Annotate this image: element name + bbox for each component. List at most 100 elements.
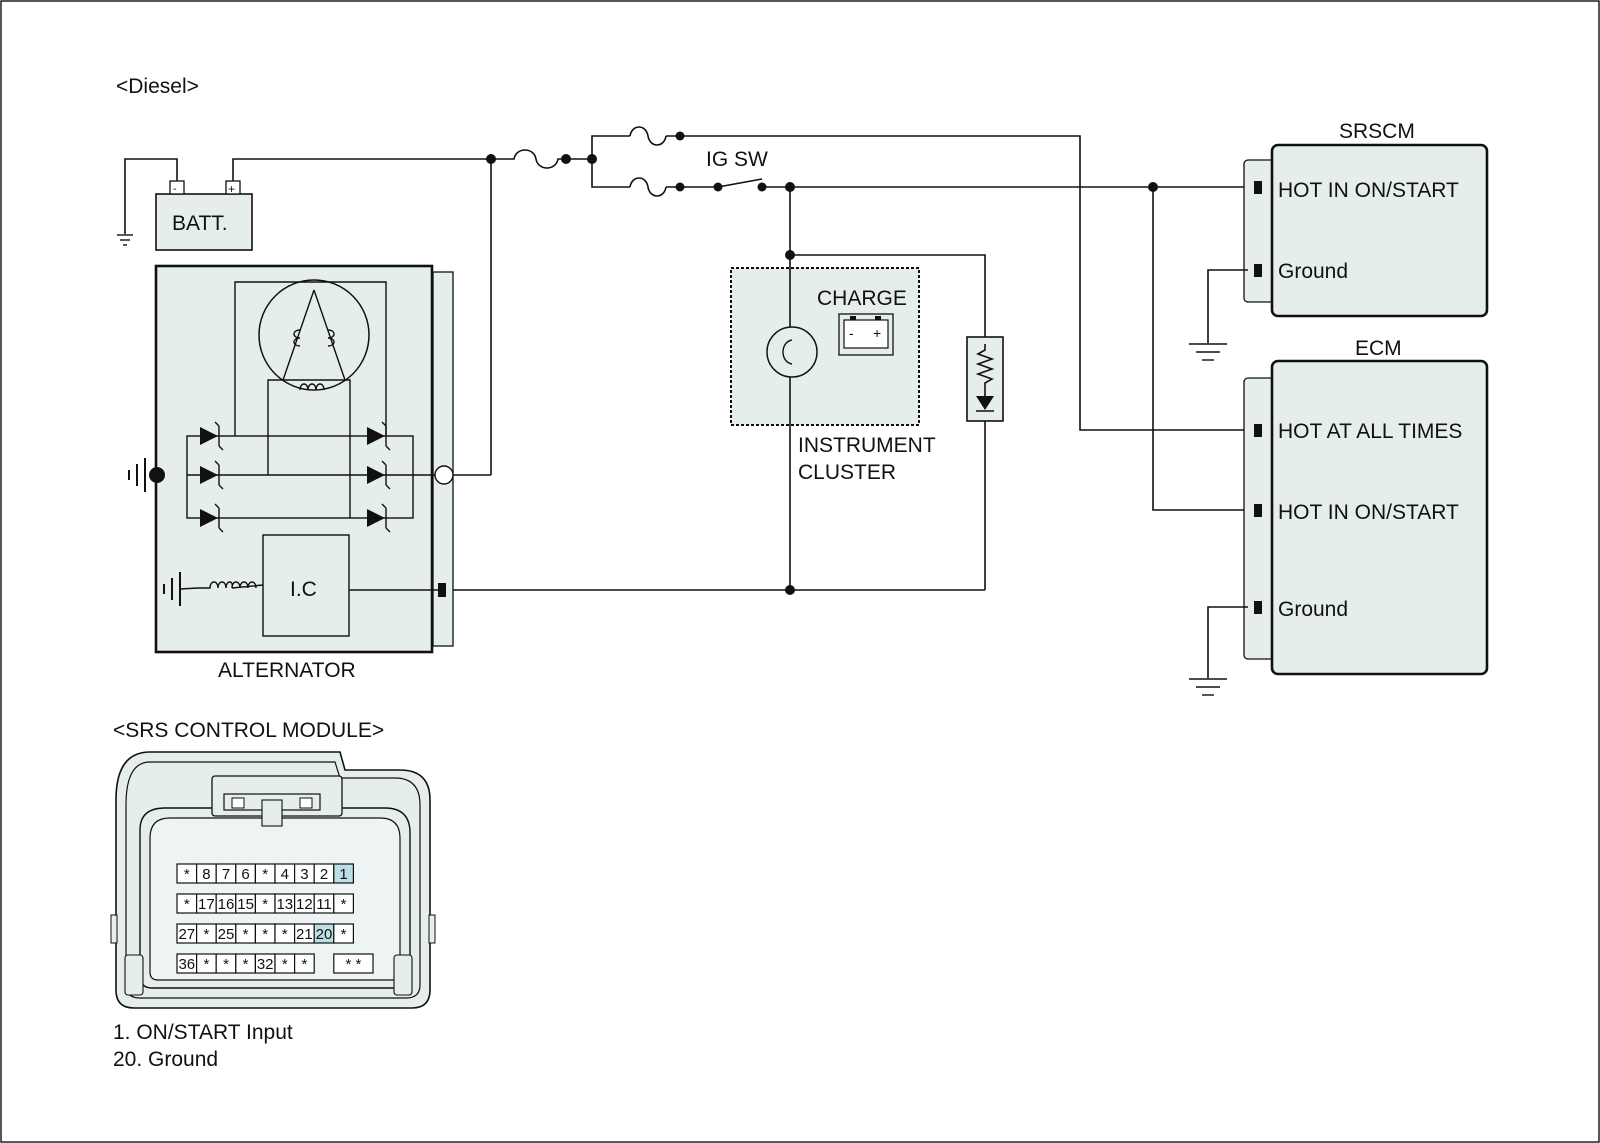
connector-pin-label: 13 bbox=[276, 896, 293, 913]
connector-pin-label: 6 bbox=[241, 866, 249, 883]
srscm-pin bbox=[1254, 264, 1262, 277]
alternator-l-terminal bbox=[438, 583, 446, 597]
rectifier-diode-icon bbox=[200, 503, 224, 533]
connector-clip bbox=[393, 954, 413, 996]
srscm-pin bbox=[1254, 181, 1262, 194]
connector-pin-cell bbox=[333, 863, 354, 884]
lower-branch-wire bbox=[591, 159, 630, 188]
connector-pin-label: 4 bbox=[281, 866, 289, 883]
connector-pin-label: 2 bbox=[320, 866, 328, 883]
ecm-pin-hot-all-times: HOT AT ALL TIMES bbox=[1278, 420, 1462, 443]
connector-pin-label: * bbox=[243, 926, 249, 943]
ecm-pin bbox=[1254, 601, 1262, 614]
connector-pin-label: 21 bbox=[296, 926, 313, 943]
connector-pin-cell bbox=[333, 953, 374, 974]
alternator-ground-dot bbox=[149, 467, 165, 483]
connector-pin-cell bbox=[333, 893, 354, 914]
rectifier-diode-icon bbox=[367, 460, 391, 490]
connector-pin-label: 1 bbox=[339, 866, 347, 883]
charge-lamp-label: CHARGE bbox=[817, 287, 907, 310]
battery-pos-sign: + bbox=[228, 182, 235, 196]
connector-pin-label: * bbox=[223, 956, 229, 973]
resistor-branch-wire bbox=[790, 254, 986, 590]
alternator-label: ALTERNATOR bbox=[218, 659, 356, 682]
battery-label: BATT. bbox=[172, 212, 228, 235]
connector-pin-label: * bbox=[203, 926, 209, 943]
battery-ground-icon bbox=[117, 234, 133, 246]
ecm-pin-ign: HOT IN ON/START bbox=[1278, 501, 1459, 524]
connector-pin-label: * bbox=[262, 896, 268, 913]
connector-pin-label: 16 bbox=[218, 896, 235, 913]
battery-neg-sign: - bbox=[173, 183, 177, 195]
connector-clip bbox=[124, 954, 144, 996]
connector-pin-label: 32 bbox=[257, 956, 274, 973]
cluster-label-line2: CLUSTER bbox=[798, 461, 896, 484]
charge-battery-icon: - + bbox=[838, 313, 894, 356]
connector-pin-label: * bbox=[184, 866, 190, 883]
ecm-pin-ground: Ground bbox=[1278, 598, 1348, 621]
connector-pin-label: 25 bbox=[218, 926, 235, 943]
connector-pin-label: 3 bbox=[300, 866, 308, 883]
charge-lamp-icon bbox=[766, 326, 818, 378]
connector-pin-label: 36 bbox=[178, 956, 195, 973]
charge-batt-neg: - bbox=[849, 325, 854, 341]
battery: - + BATT. bbox=[155, 180, 253, 251]
resistor-diode-icon bbox=[966, 336, 1004, 422]
connector-pin-label: 15 bbox=[237, 896, 254, 913]
srscm-pin-ground: Ground bbox=[1278, 260, 1348, 283]
battery-ground-wire bbox=[124, 158, 178, 234]
connector-pin-label: * bbox=[282, 926, 288, 943]
connector-pin-cell bbox=[294, 953, 315, 974]
connector-pin-label: * bbox=[341, 896, 347, 913]
ecm-ign-feed-wire bbox=[1152, 187, 1248, 511]
cluster-label-line1: INSTRUMENT bbox=[798, 434, 936, 457]
ecm-title: ECM bbox=[1355, 337, 1402, 360]
hot-at-all-times-wire bbox=[666, 135, 1248, 431]
junction-dot bbox=[561, 154, 571, 164]
connector-pin-label: 12 bbox=[296, 896, 313, 913]
connector-legend-2: 20. Ground bbox=[113, 1048, 218, 1071]
connector-pin-label: * bbox=[243, 956, 249, 973]
connector-pin-label: * bbox=[341, 926, 347, 943]
rectifier-diode-icon bbox=[200, 421, 224, 451]
ic-regulator bbox=[262, 534, 350, 637]
instrument-cluster: CHARGE - + bbox=[730, 267, 920, 426]
alternator-ground-icon bbox=[128, 458, 146, 492]
srscm-ground-icon bbox=[1189, 343, 1227, 361]
ecm-pin bbox=[1254, 504, 1262, 517]
connector-pin-label: 11 bbox=[316, 896, 332, 913]
upper-branch-wire bbox=[591, 135, 630, 159]
connector-title: <SRS CONTROL MODULE> bbox=[113, 719, 384, 742]
variant-label: <Diesel> bbox=[116, 75, 199, 98]
field-ground-icon bbox=[163, 572, 199, 606]
connector-pin-label: * bbox=[203, 956, 209, 973]
srscm-pin-ign: HOT IN ON/START bbox=[1278, 179, 1459, 202]
ic-label: I.C bbox=[290, 578, 317, 601]
battery-positive-wire bbox=[232, 158, 491, 181]
srscm-module: SRSCM HOT IN ON/START Ground bbox=[1243, 120, 1489, 318]
rectifier-diode-icon bbox=[367, 503, 391, 533]
ecm-pin bbox=[1254, 424, 1262, 437]
connector-pin-label: * * bbox=[345, 956, 361, 973]
ecm-ground-icon bbox=[1189, 678, 1227, 696]
charge-batt-pos: + bbox=[873, 325, 881, 341]
rectifier-diode-icon bbox=[200, 460, 224, 490]
lower-fuse-icon bbox=[629, 177, 667, 197]
ig-switch-label: IG SW bbox=[706, 148, 768, 171]
stator-icon bbox=[258, 279, 370, 391]
connector-pin-label: * bbox=[301, 956, 307, 973]
connector-pin-label: 17 bbox=[198, 896, 215, 913]
connector-pin-label: * bbox=[184, 896, 190, 913]
ecm-ground-wire bbox=[1207, 606, 1248, 678]
connector-pin-label: * bbox=[282, 956, 288, 973]
connector-pin-label: * bbox=[262, 926, 268, 943]
upper-fuse-icon bbox=[629, 126, 667, 146]
rectifier-diode-icon bbox=[367, 421, 391, 451]
ecm-connector bbox=[1243, 377, 1275, 660]
connector-legend-1: 1. ON/START Input bbox=[113, 1021, 293, 1044]
main-fuse-icon bbox=[491, 149, 592, 169]
srscm-title: SRSCM bbox=[1339, 120, 1415, 143]
